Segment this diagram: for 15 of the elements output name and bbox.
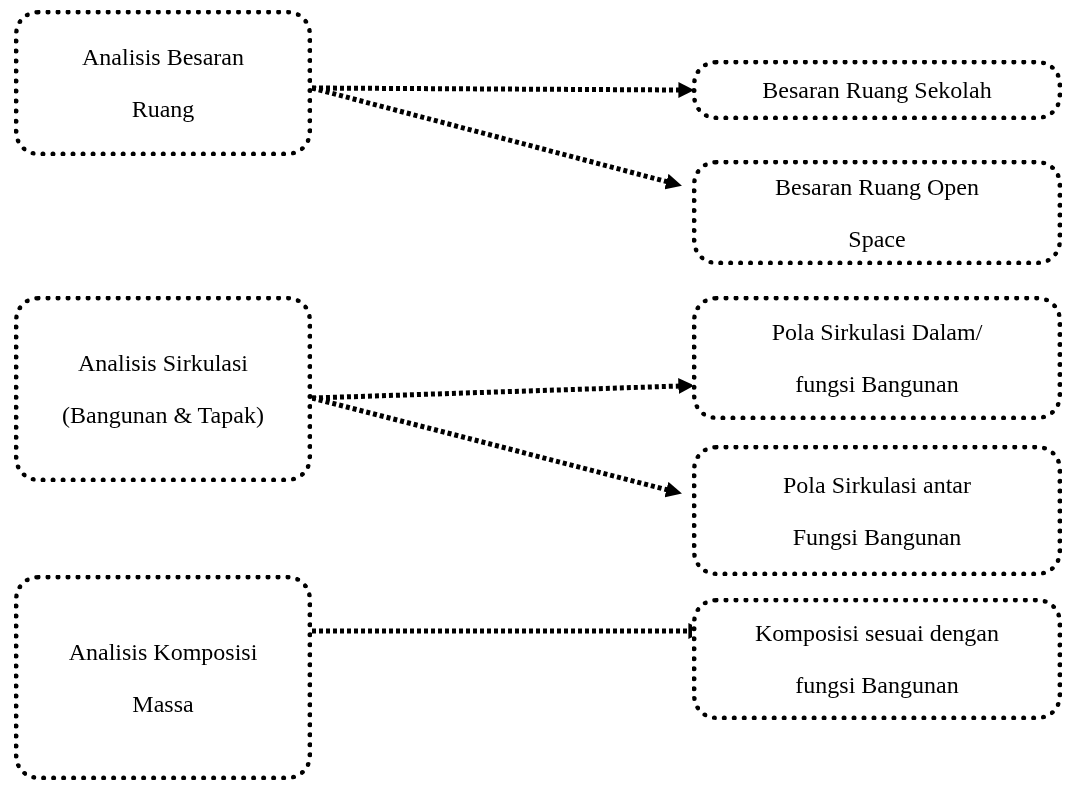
process-box xyxy=(692,296,1062,420)
process-box xyxy=(14,296,312,482)
process-box xyxy=(14,575,312,780)
box-label: Analisis Besaran Ruang xyxy=(81,43,245,124)
dotted-arrow xyxy=(311,85,682,190)
box-label: Pola Sirkulasi Dalam/ fungsi Bangunan xyxy=(770,318,984,399)
box-label: Analisis Komposisi Massa xyxy=(67,637,259,719)
process-box xyxy=(692,598,1062,720)
box-label: Besaran Ruang Sekolah xyxy=(762,76,992,105)
box-label: Analisis Sirkulasi (Bangunan & Tapak) xyxy=(61,349,265,430)
box-label: Komposisi sesuai dengan fungsi Bangunan xyxy=(754,619,1000,700)
process-box xyxy=(14,10,312,156)
box-label: Besaran Ruang Open Space xyxy=(774,172,980,254)
dotted-arrow xyxy=(311,395,682,498)
box-label: Pola Sirkulasi antar Fungsi Bangunan xyxy=(782,470,972,552)
